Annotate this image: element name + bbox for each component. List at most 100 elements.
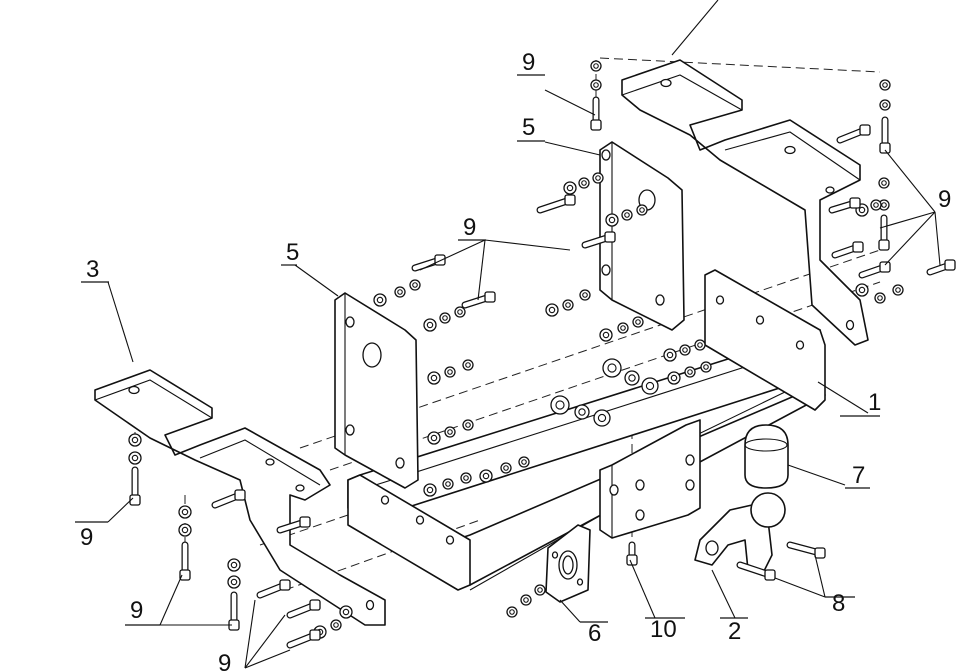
washer [879,79,891,91]
washer-hole [521,459,527,465]
washer [534,584,546,596]
washer [444,366,456,378]
bolt-head [590,119,602,131]
callout-9-right: 9 [938,186,951,213]
washer-hole [620,325,626,331]
washer-hole [595,175,601,181]
washer-hole [635,319,641,325]
washer-hole [858,286,866,294]
bolt-head [878,239,890,251]
washer-hole [581,180,587,186]
washer-hole [131,454,139,462]
washer-hole [537,587,543,593]
washer [624,370,640,386]
washer-hole [426,321,434,329]
callout-6: 6 [588,620,601,647]
washer-hole [602,331,610,339]
washer-hole [131,436,139,444]
washer [427,371,441,385]
bolt-head [879,142,891,154]
callout-9-left-lower: 9 [130,597,143,624]
bolt-head [179,569,191,581]
callout-7: 7 [852,462,865,489]
washer [444,426,456,438]
washer-hole [548,306,556,314]
callout-5-left: 5 [286,239,299,266]
washer-hole [882,82,888,88]
washer-hole [376,296,384,304]
washer [874,292,886,304]
washer-hole [430,374,438,382]
washer-hole [465,422,471,428]
washer-hole [666,351,674,359]
washer [700,361,712,373]
washer [409,279,421,291]
fastener-hardware [128,60,956,649]
washer [574,404,590,420]
washer-hole [607,363,617,373]
washer-hole [877,295,883,301]
washer [506,606,518,618]
washer-hole [503,465,509,471]
hitch-bracket [599,419,701,539]
washer-hole [509,609,515,615]
washer-hole [457,309,463,315]
callout-5-right: 5 [522,114,535,141]
washer [460,472,472,484]
washer-hole [882,102,888,108]
washer [593,409,611,427]
washer [599,328,613,342]
washer [518,456,530,468]
washer-hole [582,292,588,298]
callout-3: 3 [86,256,99,283]
washer-hole [442,315,448,321]
washer-hole [593,63,599,69]
washer [563,181,577,195]
bolt-head [859,124,871,136]
right-upper-bracket [621,59,869,346]
left-mounting-bracket [94,369,386,626]
bolt-head [852,241,864,253]
washer [579,289,591,301]
washer [550,395,570,415]
ball-cover [744,424,789,489]
washer [679,344,691,356]
washer [663,348,677,362]
bolt-head [434,254,446,266]
washer-hole [578,408,586,416]
washer [227,575,241,589]
callout-8: 8 [832,590,845,617]
washer-hole [230,578,238,586]
washer-hole [566,184,574,192]
side-plate-right [599,141,685,331]
washer [330,619,342,631]
bolt-head [849,197,861,209]
crossbar-right-end-plate [704,269,826,411]
washer-hole [881,180,887,186]
washer [454,306,466,318]
washer-hole [697,342,703,348]
washer-hole [447,369,453,375]
washer [879,99,891,111]
washer [178,523,192,537]
washer-hole [555,400,565,410]
washer [578,177,590,189]
washer-hole [608,216,616,224]
washer [602,358,622,378]
washer [590,60,602,72]
washer-hole [565,302,571,308]
washer [442,478,454,490]
washer-hole [895,287,901,293]
washer-hole [628,374,636,382]
callout-1: 1 [868,389,881,416]
bolt-head [484,291,496,303]
side-plate-left [334,292,419,489]
washer [423,483,437,497]
washer [641,377,659,395]
washer [605,213,619,227]
bolt-head [604,231,616,243]
washer-hole [447,429,453,435]
callout-9-top: 9 [522,49,535,76]
washer [479,469,493,483]
